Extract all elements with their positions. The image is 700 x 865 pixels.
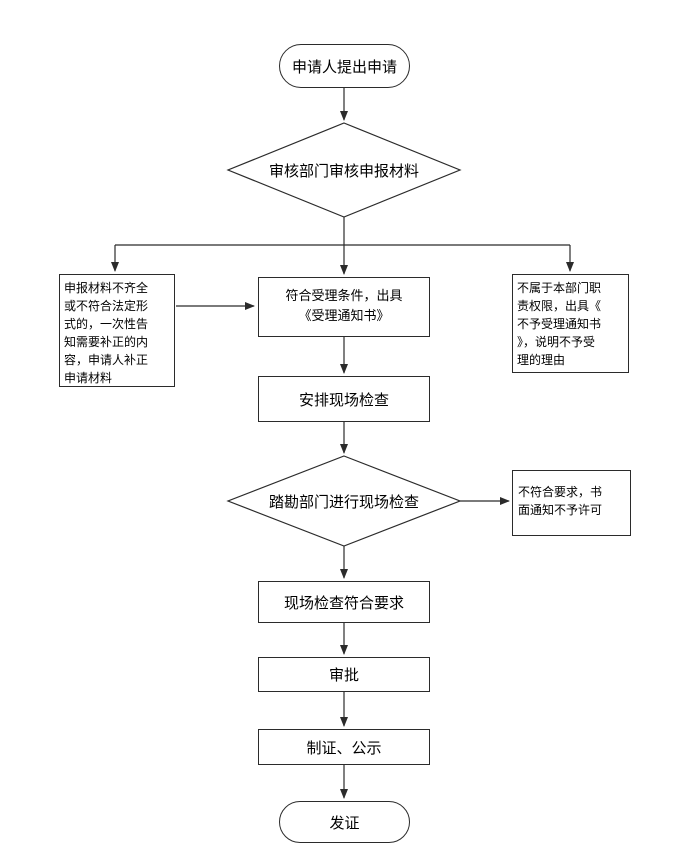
inspect-text: 踏勘部门进行现场检查 [268, 492, 419, 511]
pass-box: 现场检查符合要求 [258, 581, 430, 623]
start-label: 申请人提出申请 [291, 57, 397, 76]
reject-box: 不符合要求，书 面通知不予许可 [512, 470, 631, 536]
make-box: 制证、公示 [258, 729, 430, 765]
make-text: 制证、公示 [306, 738, 382, 757]
end-label: 发证 [329, 813, 360, 832]
review-label: 审核部门审核申报材料 [244, 155, 444, 185]
review-text: 审核部门审核申报材料 [268, 161, 419, 180]
approve-box: 审批 [258, 657, 430, 692]
right-note-box: 不属于本部门职 责权限，出具《 不予受理通知书 》，说明不予受 理的理由 [512, 274, 629, 373]
pass-text: 现场检查符合要求 [283, 593, 404, 612]
accept-box: 符合受理条件，出具 《受理通知书》 [258, 277, 430, 337]
left-note-box: 申报材料不齐全 或不符合法定形 式的，一次性告 知需要补正的内 容，申请人补正 … [59, 274, 175, 387]
inspect-label: 踏勘部门进行现场检查 [240, 486, 448, 516]
end-node: 发证 [279, 801, 410, 843]
start-node: 申请人提出申请 [279, 44, 410, 88]
arrange-text: 安排现场检查 [298, 390, 389, 409]
approve-text: 审批 [328, 666, 359, 684]
arrange-box: 安排现场检查 [258, 376, 430, 422]
